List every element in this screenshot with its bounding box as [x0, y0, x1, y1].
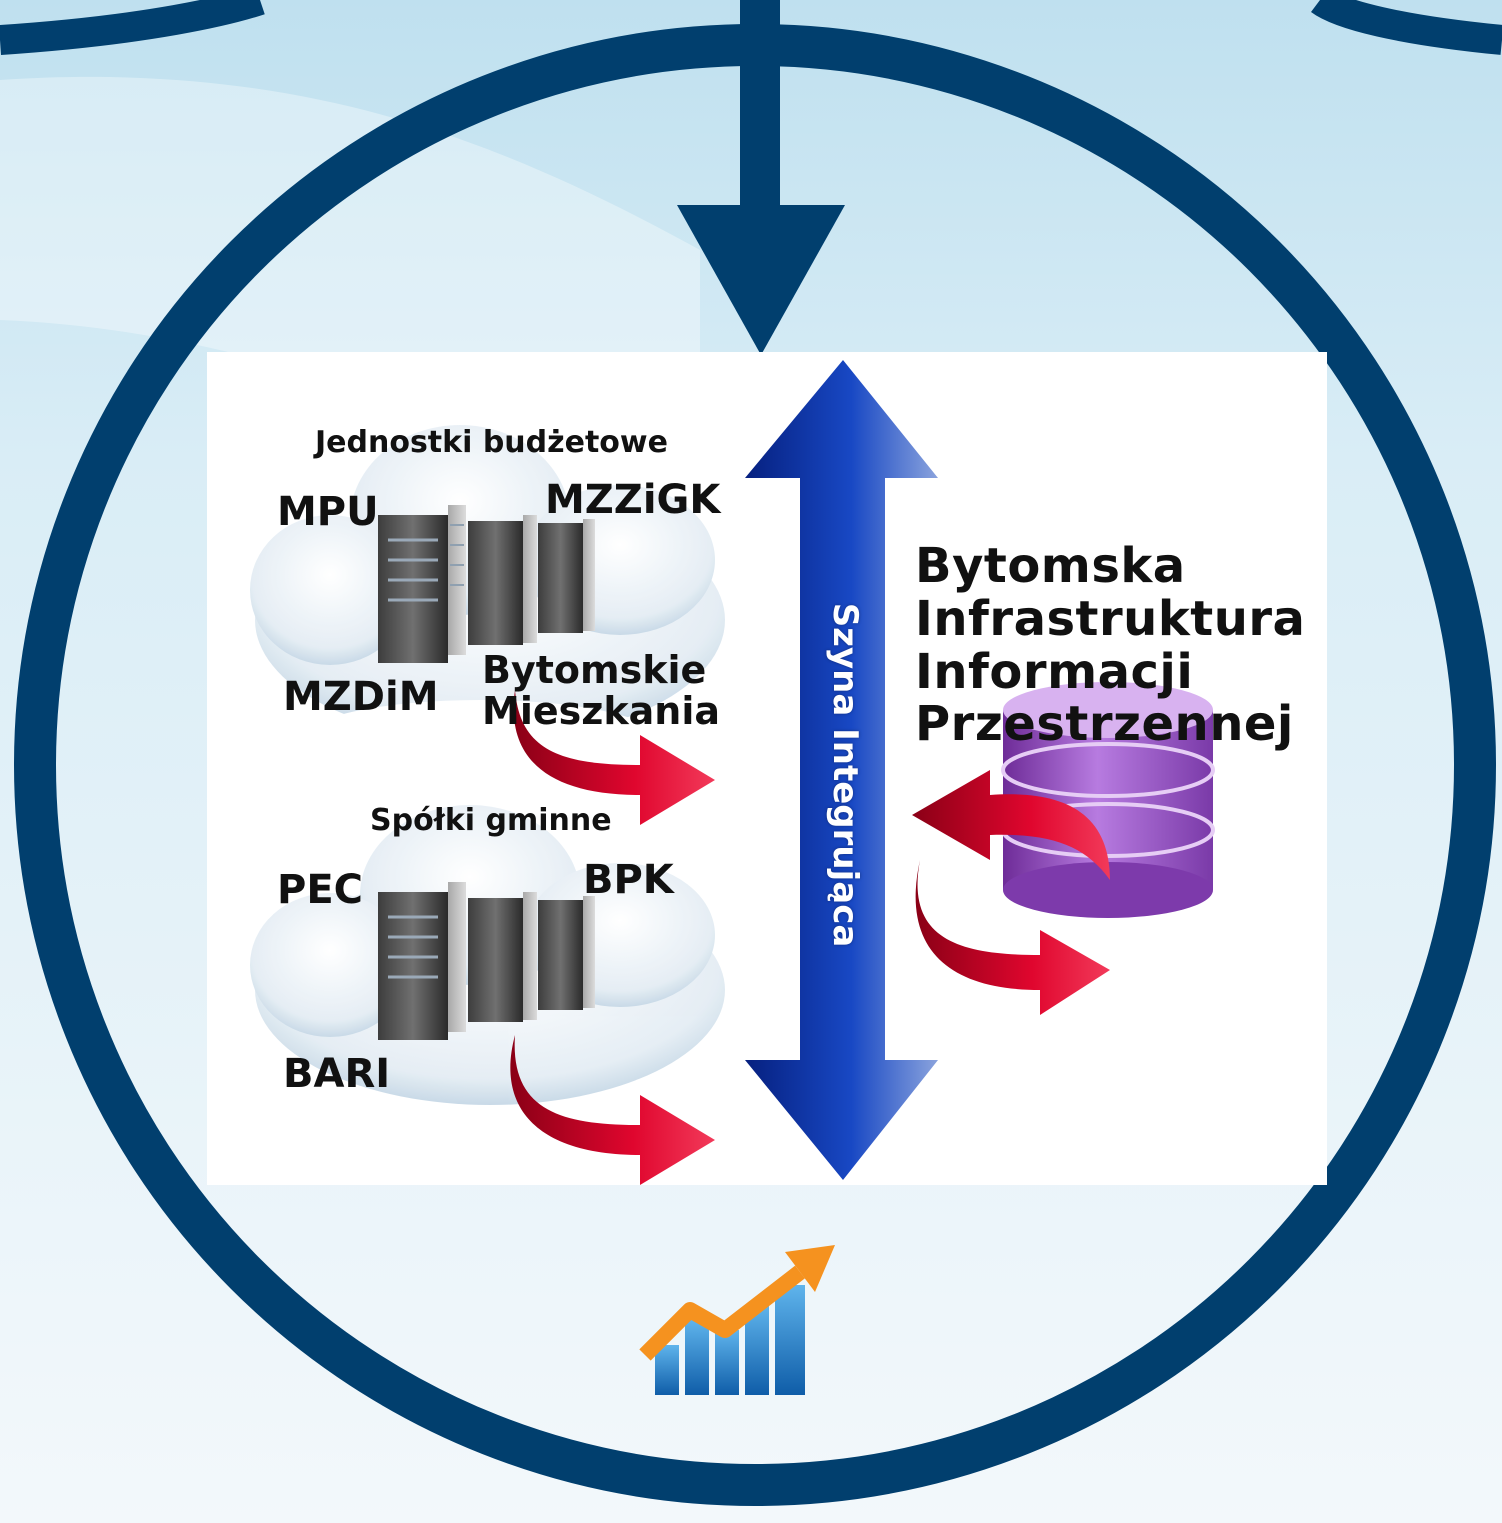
top-left-ring-arc [0, 0, 265, 55]
org-label-line: Mieszkania [482, 689, 720, 734]
curved-arrow-icon [510, 1035, 715, 1185]
growth-chart-icon [639, 1245, 835, 1395]
server-rack-icon [378, 882, 595, 1040]
org-label-mzzigk: MZZiGK [545, 477, 721, 523]
org-label-mpu: MPU [277, 489, 379, 535]
org-label-line: Bytomskie [482, 648, 707, 692]
system-title: Bytomska Infrastruktura Informacji Przes… [915, 540, 1305, 751]
server-rack-icon [378, 505, 595, 663]
org-label-bytomskie-mieszkania: Bytomskie Mieszkania [482, 648, 720, 734]
org-label-bpk: BPK [583, 857, 674, 903]
group-title-municipal-companies: Spółki gminne [370, 803, 612, 838]
top-right-ring-arc [1311, 0, 1502, 55]
system-title-line: Infrastruktura [915, 590, 1306, 647]
down-arrow-icon [677, 0, 845, 355]
org-label-mzdim: MZDiM [283, 674, 439, 720]
system-title-line: Informacji [915, 643, 1194, 700]
sync-arrows-icon [912, 770, 1110, 1015]
integration-bus-label: Szyna Integrująca [825, 602, 865, 948]
org-label-bari: BARI [283, 1051, 391, 1097]
system-title-line: Przestrzennej [915, 696, 1294, 753]
group-title-budget-units: Jednostki budżetowe [315, 425, 668, 460]
curved-arrow-icon [513, 690, 715, 825]
system-title-line: Bytomska [915, 538, 1186, 594]
double-vertical-arrow-icon [745, 360, 938, 1180]
org-label-pec: PEC [277, 867, 363, 913]
